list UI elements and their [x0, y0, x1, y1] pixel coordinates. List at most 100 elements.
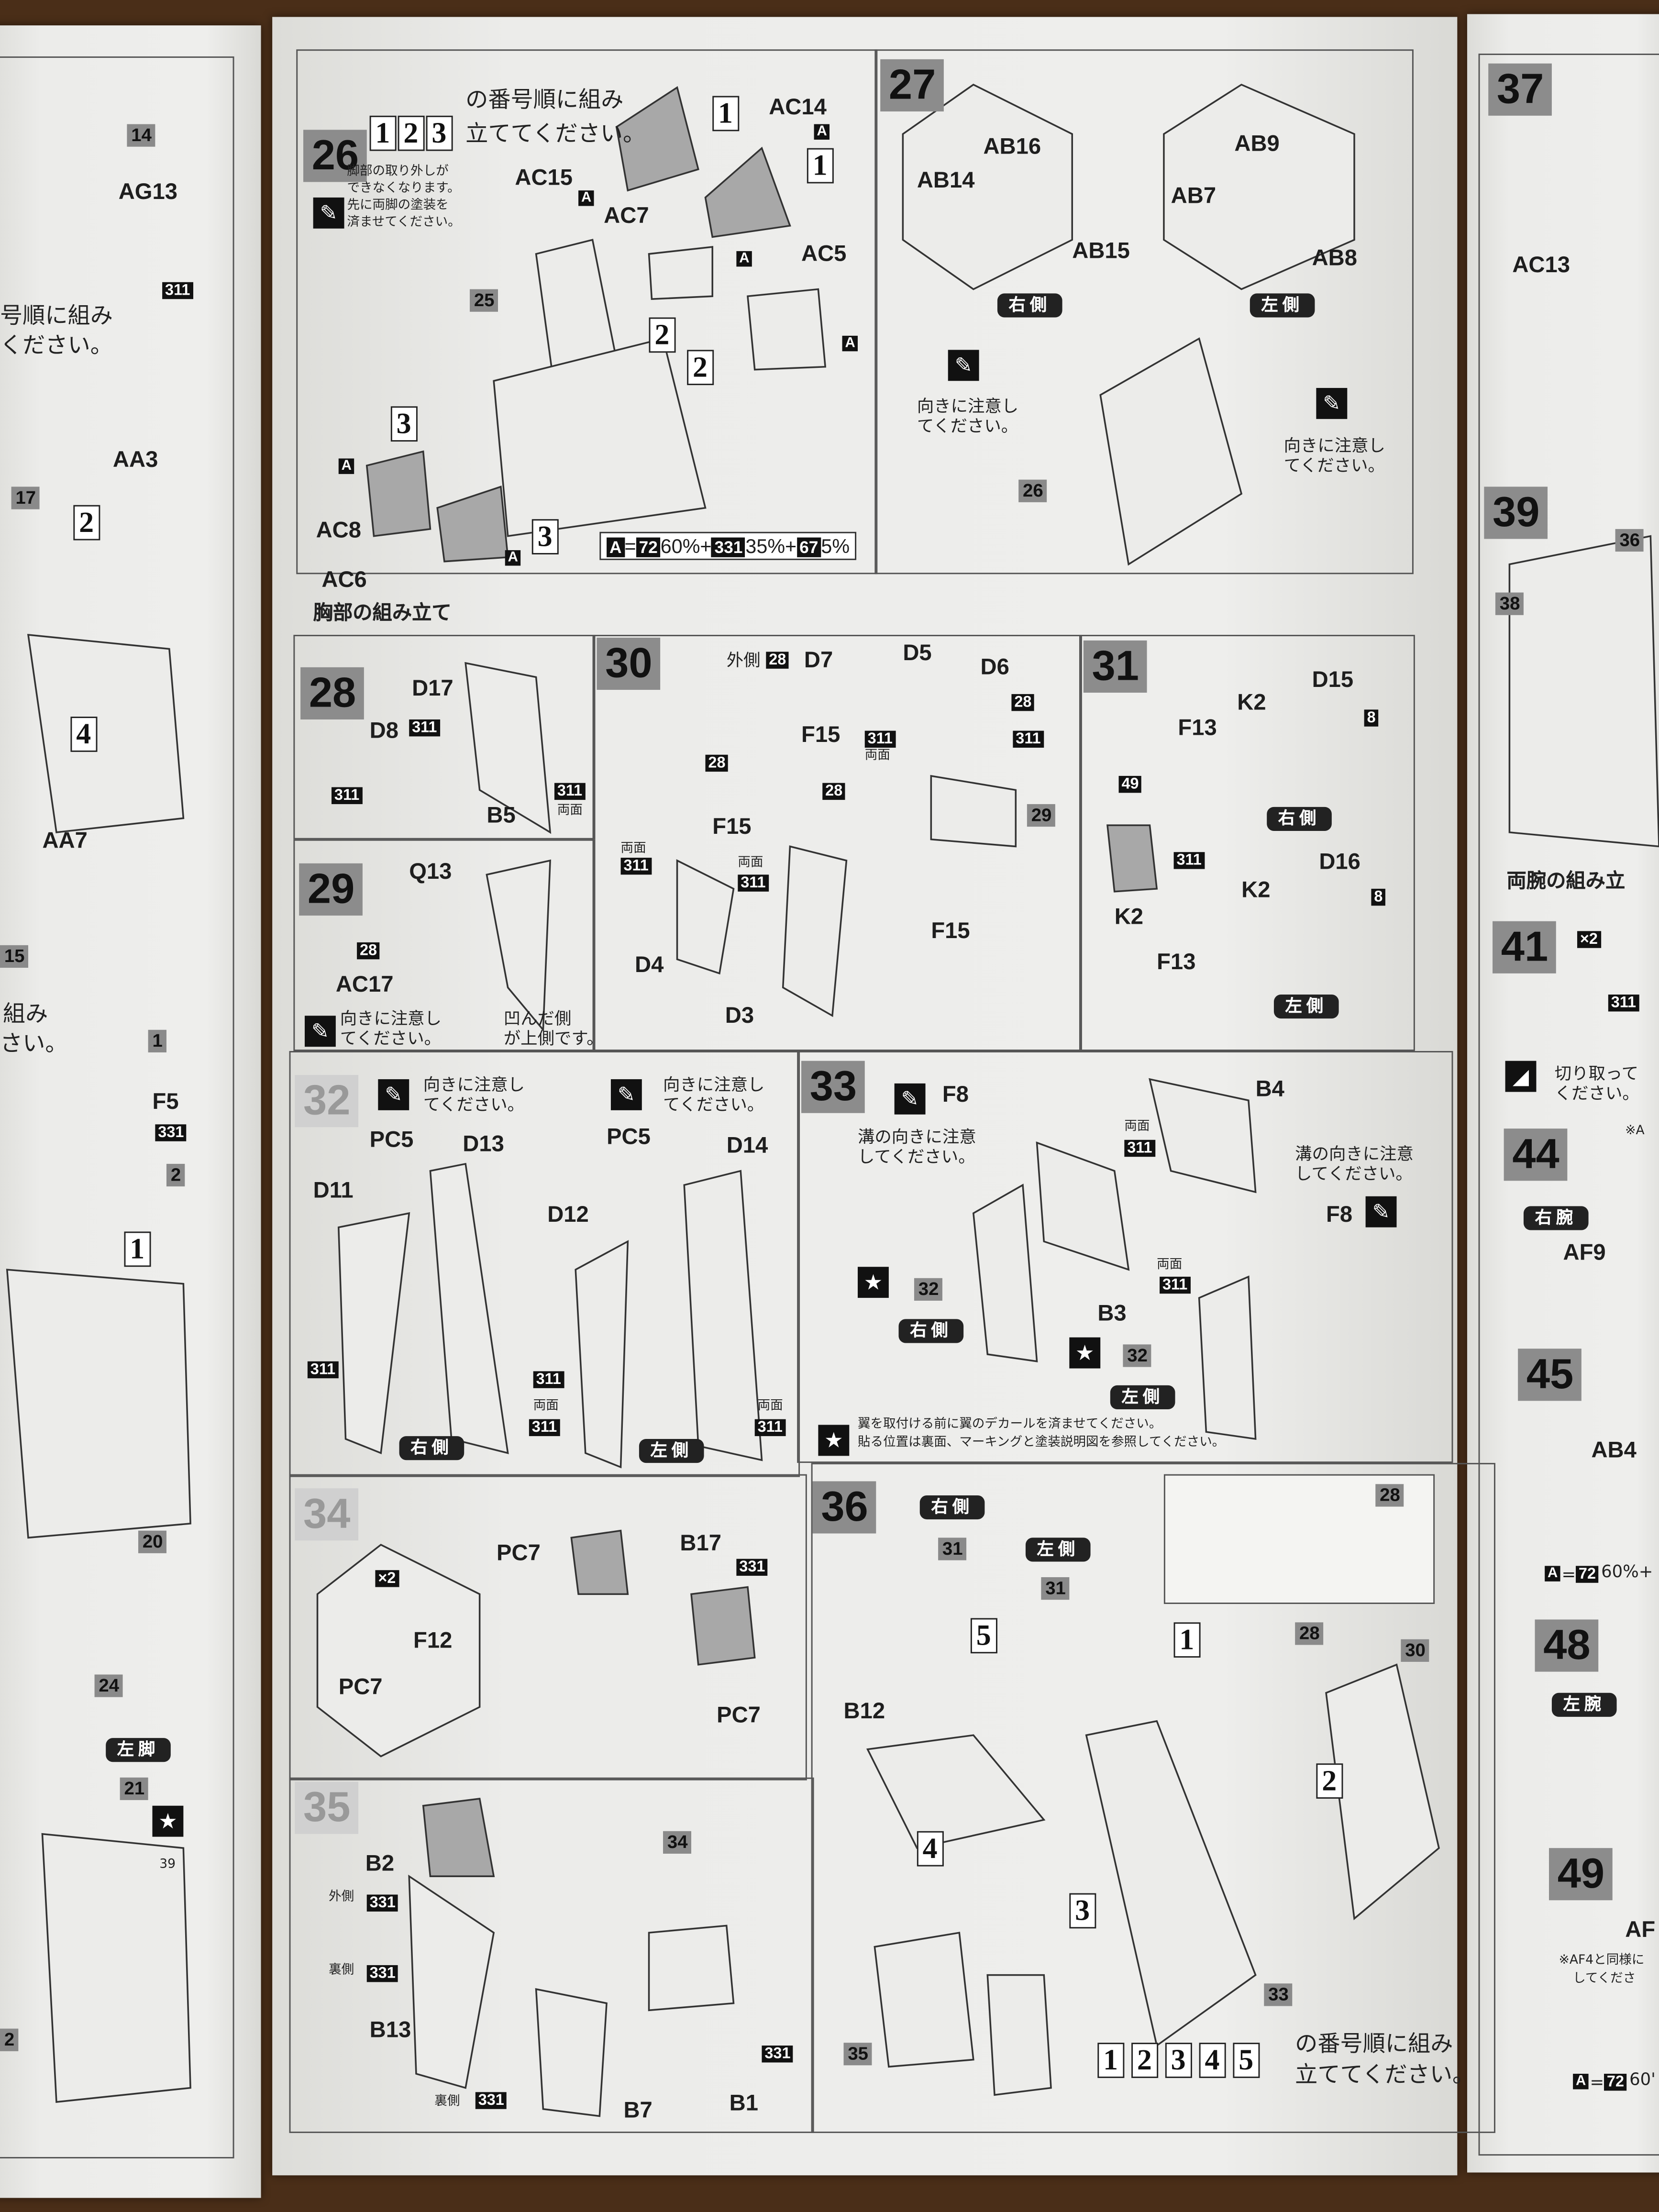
paint-note-icon [313, 197, 344, 229]
order-number: 4 [917, 1831, 943, 1867]
paint-code: 28 [705, 754, 729, 772]
step-30-panel [592, 635, 1082, 1051]
both-sides-note: 両面 [864, 749, 890, 763]
part-label: D7 [804, 649, 833, 673]
note-text: てください。 [340, 1028, 441, 1049]
paint-code: 311 [533, 1371, 564, 1389]
side-badge-left-leg: 左脚 [106, 1738, 171, 1762]
instruction-text: の番号順に組み [465, 86, 624, 113]
paint-code: 331 [736, 1559, 768, 1576]
part-label: F8 [1326, 1203, 1353, 1228]
part-label: F5 [152, 1090, 179, 1115]
paint-code: 311 [162, 282, 193, 299]
order-number: 2 [398, 115, 424, 151]
order-number: 2 [1131, 2043, 1158, 2079]
step-number: 36 [812, 1481, 877, 1534]
subassembly-ref: 17 [11, 487, 40, 510]
order-number: 2 [1316, 1763, 1342, 1799]
step-number: 34 [295, 1488, 359, 1541]
part-label: D3 [725, 1004, 754, 1029]
paint-code: 311 [1013, 730, 1044, 748]
order-number: 3 [426, 115, 453, 151]
part-label: F15 [801, 723, 841, 748]
subassembly-ref: 26 [1018, 479, 1048, 503]
subassembly-ref: 2 [0, 2028, 19, 2052]
note-text: 溝の向きに注意 [1295, 1144, 1414, 1164]
paint-code: 331 [762, 2046, 794, 2063]
ratio: 5% [821, 534, 850, 557]
part-label: AF9 [1563, 1241, 1606, 1266]
part-label: AB4 [1591, 1438, 1637, 1463]
order-number: 1 [1173, 1622, 1200, 1658]
paint-note-icon [948, 350, 979, 381]
step-number: 30 [597, 637, 661, 690]
note-text: 先に両脚の塗装を [347, 199, 449, 213]
part-label: AA7 [42, 830, 88, 854]
subassembly-ref: 28 [1295, 1622, 1324, 1646]
note-text: 溝の向きに注意 [857, 1127, 976, 1147]
part-label: F13 [1178, 717, 1217, 741]
order-number: 1 [369, 115, 396, 151]
part-label: B3 [1097, 1302, 1127, 1327]
part-label: D16 [1319, 851, 1360, 875]
part-label: D13 [463, 1133, 504, 1157]
paint-note-icon [894, 1083, 926, 1115]
order-number: 3 [1165, 2043, 1192, 2079]
instruction-text: 組み [2, 1000, 48, 1027]
star-decal-icon [857, 1267, 889, 1298]
step-34-panel [289, 1474, 807, 1781]
note-text: 切り取って [1554, 1063, 1638, 1084]
paint-code: 311 [332, 787, 363, 805]
instruction-text: さい。 [0, 1029, 68, 1057]
instruction-text: の番号順に組み [1295, 2030, 1453, 2057]
ratio: 60%+ [660, 534, 712, 557]
paint-code: 311 [409, 719, 440, 737]
note-text: てください。 [423, 1095, 524, 1115]
part-label: AF [1625, 1918, 1656, 1943]
paint-code: 49 [1118, 775, 1142, 793]
side-badge-left: 左側 [1250, 293, 1315, 318]
part-label: K2 [1241, 879, 1271, 903]
step-31-panel [1079, 635, 1415, 1051]
step-35-panel [289, 1777, 814, 2133]
step-26-panel [296, 49, 878, 575]
part-label: B7 [623, 2099, 653, 2124]
step-number: 48 [1535, 1619, 1599, 1672]
paint-code: 311 [529, 1419, 560, 1437]
step-number: 41 [1493, 921, 1557, 973]
step-33-panel [797, 1051, 1453, 1463]
note-text: してください。 [1295, 1163, 1413, 1184]
step-number: 39 [1484, 487, 1548, 539]
subassembly-ref: 31 [1041, 1577, 1070, 1601]
part-label: AB9 [1234, 133, 1280, 157]
paint-code: 8 [1364, 709, 1379, 727]
color-code-a: A [607, 537, 625, 557]
quantity-x2: ×2 [1577, 931, 1601, 949]
decal-note: 翼を取付ける前に翼のデカールを済ませてください。 [857, 1417, 1162, 1432]
decal-note: 貼る位置は裏面、マーキングと塗装説明図を参照してください。 [857, 1436, 1225, 1450]
part-label: F13 [1157, 951, 1196, 975]
side-badge-right: 右側 [898, 1319, 964, 1344]
part-label: AB15 [1072, 240, 1130, 264]
part-label: B5 [487, 804, 516, 829]
back-side-note: 裏側 [329, 1964, 354, 1978]
side-badge-left-arm: 左腕 [1551, 1692, 1617, 1717]
subassembly-ref: 20 [138, 1530, 167, 1554]
paint-note-icon [1365, 1196, 1397, 1228]
part-label: F15 [712, 815, 752, 840]
left-page-panels [0, 56, 234, 2158]
color-code: 72 [1604, 2074, 1627, 2091]
subassembly-ref: 28 [1375, 1484, 1405, 1507]
part-label: Q13 [409, 860, 452, 885]
order-number: 1 [1097, 2043, 1124, 2079]
color-code: 72 [636, 537, 661, 557]
note-text: 済ませてください。 [347, 216, 461, 230]
part-label: AC5 [801, 243, 847, 267]
step-number: 44 [1504, 1128, 1568, 1181]
note-text: してください。 [857, 1147, 975, 1167]
ratio: 60%+ [1601, 1561, 1653, 1582]
side-badge-right: 右側 [399, 1436, 465, 1460]
star-decal-icon [818, 1425, 850, 1456]
note-text: 向きに注意し [423, 1075, 525, 1095]
part-label: K2 [1114, 906, 1144, 930]
